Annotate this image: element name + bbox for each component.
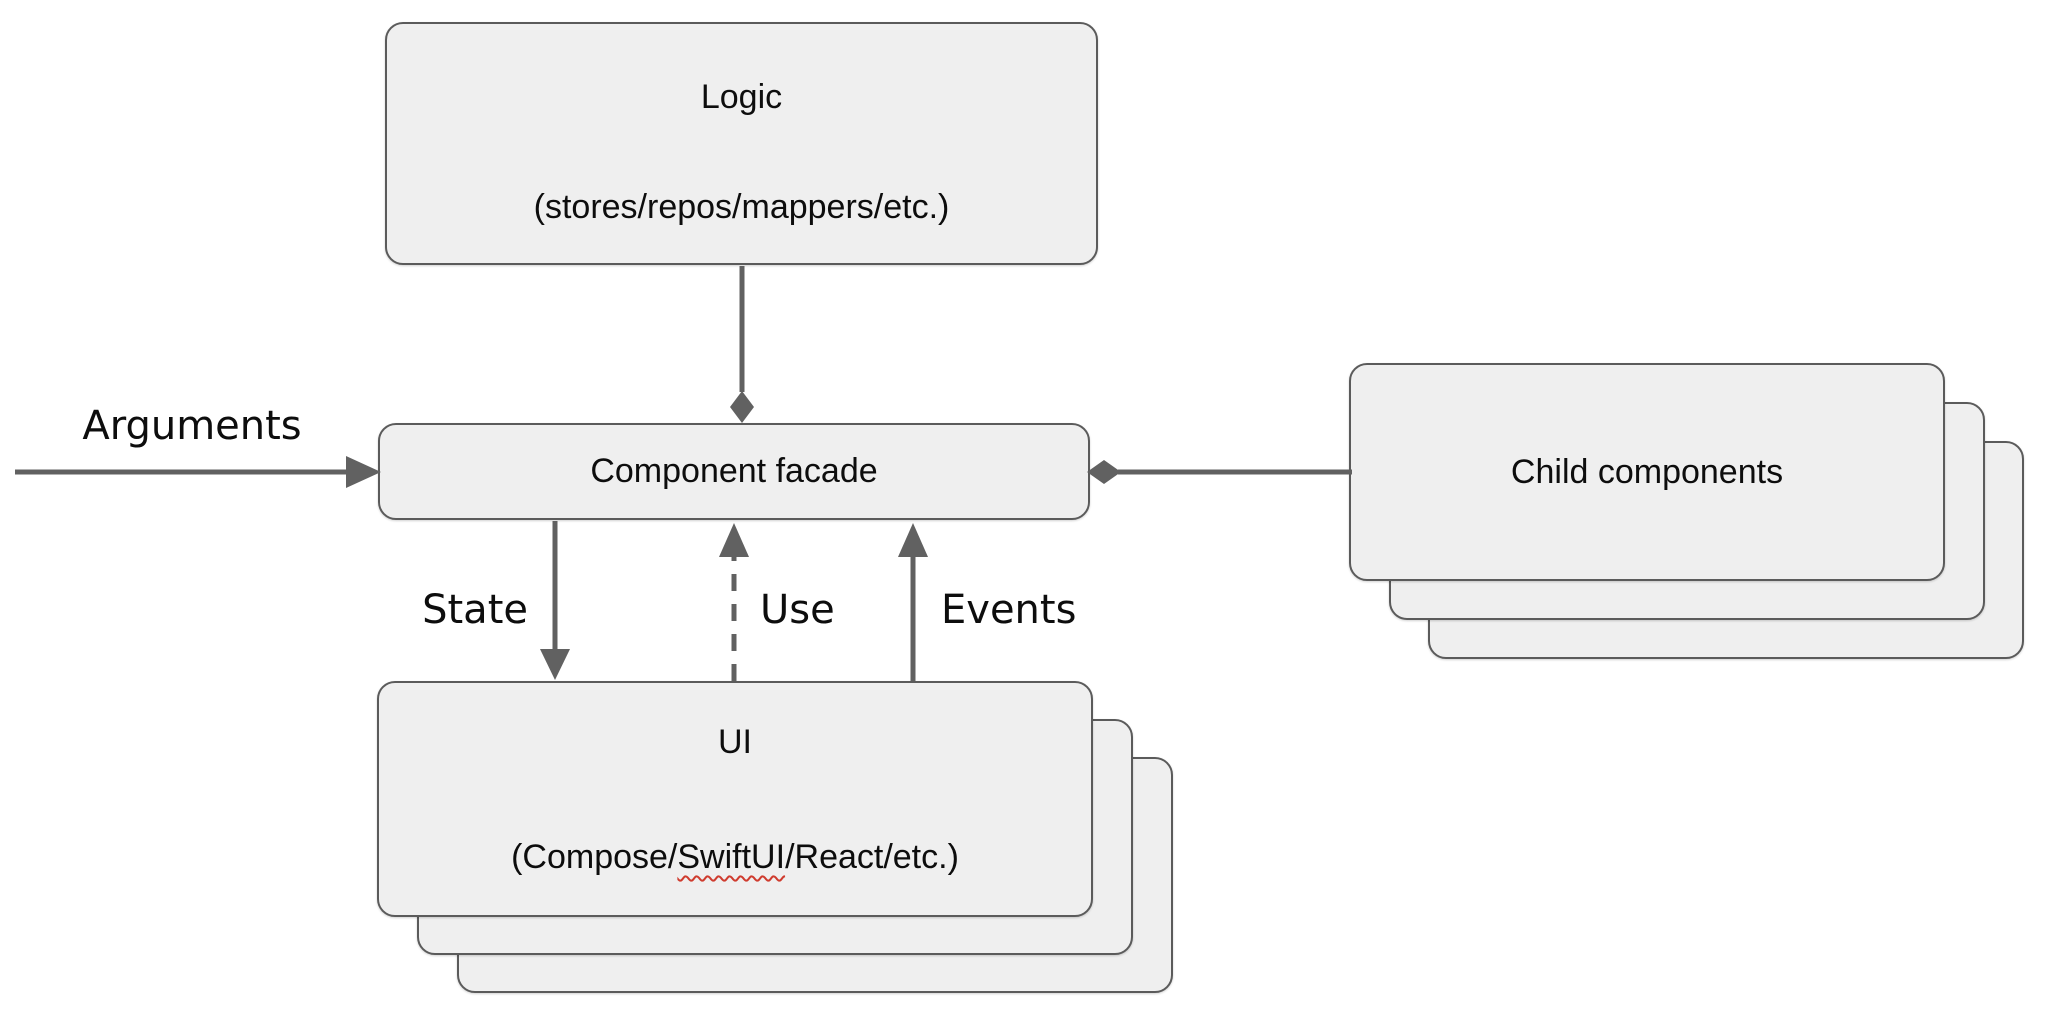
events-arrowhead [898,523,928,557]
child-components-card-front: Child components [1349,363,1945,581]
events-label: Events [941,587,1077,633]
state-arrowhead [540,649,570,680]
ui-title: UI [718,723,752,761]
component-facade-title: Component facade [590,452,878,490]
use-arrowhead [719,523,749,557]
logic-subtitle: (stores/repos/mappers/etc.) [533,188,950,226]
facade-children-diamond [1087,460,1121,484]
state-label: State [422,587,528,633]
child-components-title: Child components [1510,452,1784,491]
arguments-label: Arguments [82,403,302,449]
logic-box: Logic (stores/repos/mappers/etc.) [385,22,1098,265]
component-facade-box: Component facade [378,423,1090,520]
ui-subtitle: (Compose/SwiftUI/React/etc.) [379,833,1091,881]
logic-facade-diamond [730,391,754,423]
logic-title: Logic [700,78,783,116]
ui-card-front: UI (Compose/SwiftUI/React/etc.) [377,681,1093,917]
ui-subtitle-suffix: /React/etc.) [785,838,959,876]
ui-subtitle-spellcheck-flagged: SwiftUI [677,838,786,876]
arguments-arrowhead [346,456,381,488]
use-label: Use [760,587,835,633]
ui-subtitle-prefix: (Compose/ [511,838,678,876]
